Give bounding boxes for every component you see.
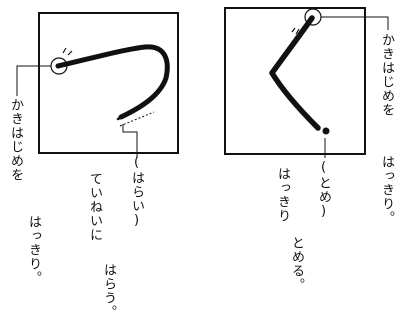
left-brush-stroke: [55, 44, 170, 120]
right-start-note-2: はっきり。: [379, 155, 394, 225]
left-end-note: ていねいに: [87, 172, 102, 242]
left-stroke-tail: [116, 86, 162, 121]
right-tome-dot: [322, 127, 330, 135]
left-start-note: かきはじめを: [8, 98, 23, 182]
left-start-tick-mark: [62, 47, 73, 56]
right-end-note: はっきり: [275, 167, 290, 223]
right-start-note: かきはじめを: [379, 33, 394, 117]
left-end-note-2: はらう。: [101, 263, 116, 319]
left-end-label: (はらい): [129, 155, 144, 229]
right-start-leader-line: [321, 16, 389, 30]
left-start-leader-line: [16, 65, 51, 96]
right-brush-stroke: [269, 15, 321, 131]
left-example-box: [38, 12, 179, 154]
right-start-tick-mark: [291, 27, 300, 35]
right-end-note-2: とめる。: [289, 236, 304, 292]
right-end-label: (とめ): [316, 160, 331, 220]
right-example-box: [224, 7, 366, 155]
left-start-note-2: はっきり。: [26, 215, 41, 285]
left-end-leader-line: [122, 124, 138, 158]
